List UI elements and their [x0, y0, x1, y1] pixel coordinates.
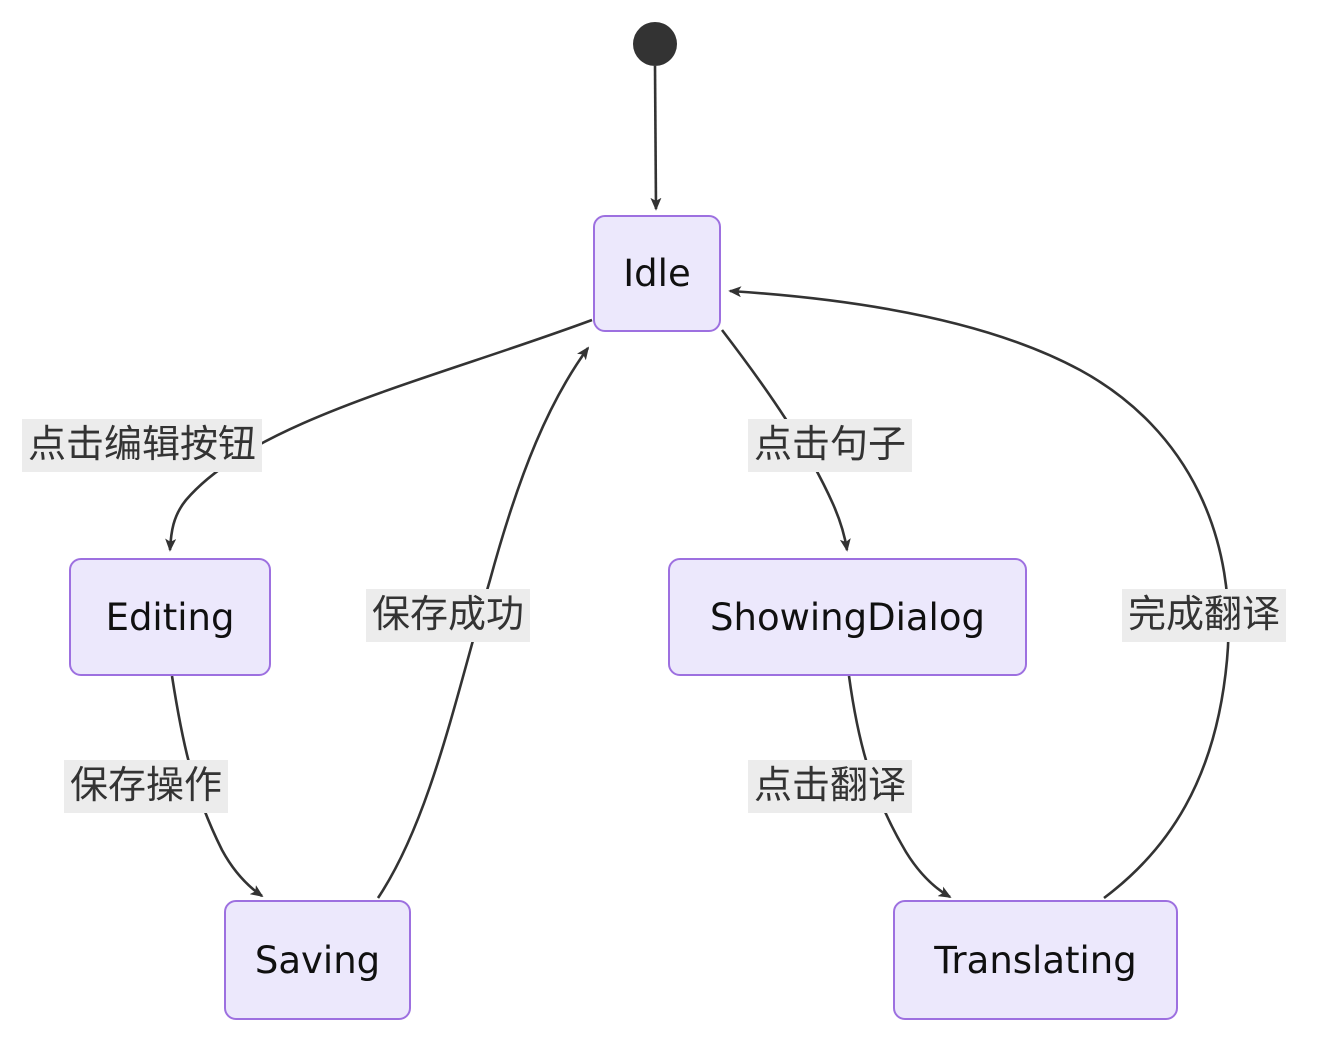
edge-idle-to-showingdialog [720, 329, 851, 552]
edge-translating-to-idle [728, 286, 1230, 900]
edge-showingdialog-to-translating [847, 675, 952, 899]
state-label-showingdialog: ShowingDialog [710, 595, 985, 639]
edge-label-translating-to-idle: 完成翻译 [1122, 589, 1287, 642]
state-label-idle: Idle [623, 252, 691, 295]
edge-editing-to-saving [170, 675, 264, 898]
state-node-saving[interactable]: Saving [224, 900, 411, 1020]
edge-label-editing-to-saving: 保存操作 [64, 760, 229, 813]
edge-label-showingdialog-to-translating: 点击翻译 [748, 760, 913, 813]
edge-start-to-idle [650, 65, 662, 211]
edge-label-idle-to-editing: 点击编辑按钮 [22, 419, 263, 472]
state-label-saving: Saving [254, 938, 381, 982]
start-state-dot [633, 22, 677, 66]
state-node-showingdialog[interactable]: ShowingDialog [668, 558, 1027, 676]
state-node-editing[interactable]: Editing [69, 558, 271, 676]
state-label-translating: Translating [934, 938, 1137, 982]
edge-idle-to-editing [165, 318, 593, 552]
state-label-editing: Editing [105, 595, 235, 639]
state-node-idle[interactable]: Idle [593, 215, 721, 332]
edge-label-saving-to-idle: 保存成功 [366, 589, 531, 642]
edge-label-idle-to-showingdialog: 点击句子 [748, 419, 913, 472]
state-node-translating[interactable]: Translating [893, 900, 1178, 1020]
